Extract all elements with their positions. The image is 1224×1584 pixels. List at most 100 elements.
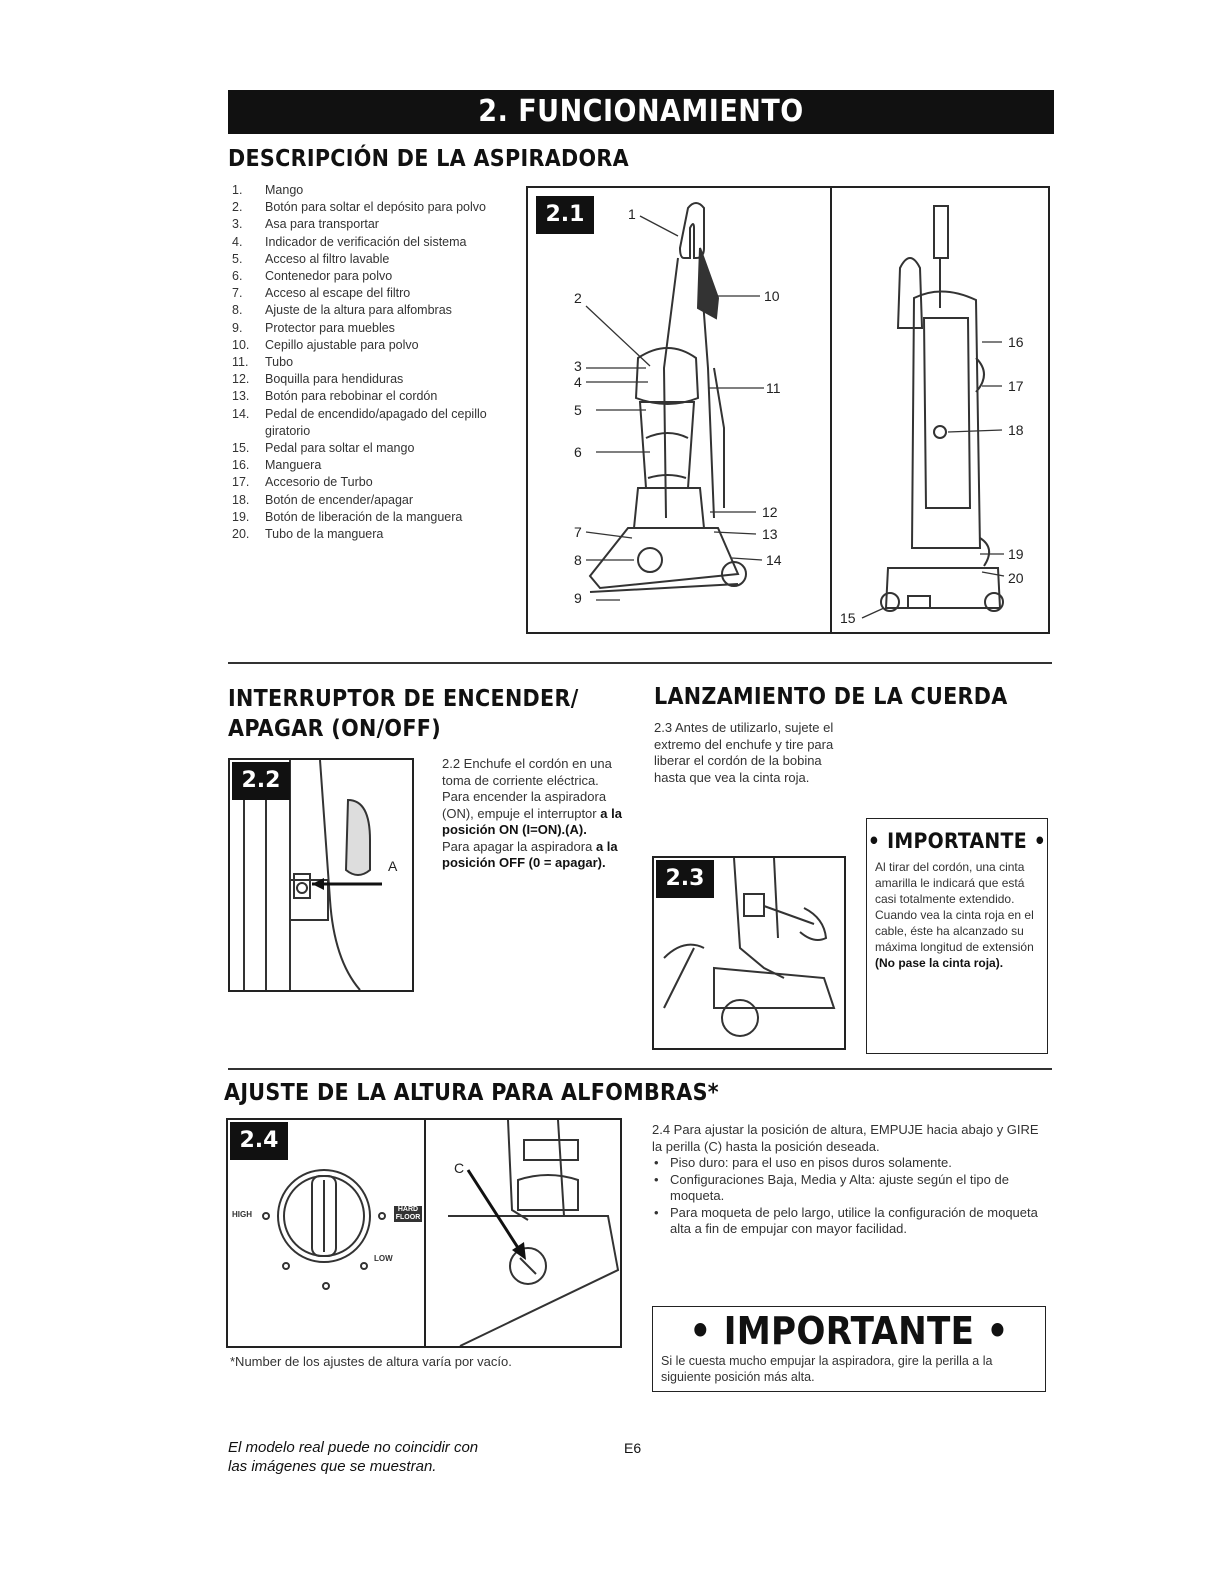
figure-badge: 2.3 <box>656 860 714 898</box>
parts-list: 1. Mango 2.Botón para soltar el depósito p… <box>232 182 502 543</box>
callout-10: 10 <box>764 288 780 304</box>
part-label: Tubo <box>265 355 294 370</box>
footer-disclaimer: El modelo real puede no coincidir con la… <box>228 1438 478 1476</box>
important-text: Al tirar del cordón, una cinta amarilla … <box>867 853 1047 971</box>
part-label: Botón de liberación de la manguera <box>265 509 463 524</box>
part-label: Cepillo ajustable para polvo <box>265 337 419 352</box>
part-item: 5.Acceso al filtro lavable <box>232 251 502 268</box>
onoff-step-2-2: 2.2 Enchufe el cordón en una toma de cor… <box>442 756 612 788</box>
height-heading: AJUSTE DE LA ALTURA PARA ALFOMBRAS* <box>224 1080 719 1106</box>
onoff-on-position: a la posición ON (I=ON).(A). <box>442 805 622 838</box>
section-divider <box>228 1068 1052 1070</box>
figure-2-3: 2.3 <box>652 856 846 1050</box>
figure-2-1: 2.1 1 2 3 4 5 6 7 8 9 10 11 12 13 14 15 … <box>526 186 1050 634</box>
vacuum-back-illustration <box>880 205 1004 612</box>
callout-7: 7 <box>574 524 582 540</box>
callout-12: 12 <box>762 504 778 520</box>
part-number: 5. <box>232 251 243 266</box>
part-number: 3. <box>232 217 243 232</box>
part-item: 13. Botón para rebobinar el cordón <box>232 388 502 405</box>
height-bullets: Piso duro: para el uso en pisos duros so… <box>652 1155 1048 1238</box>
cord-diagram <box>663 858 836 1037</box>
callout-5: 5 <box>574 402 582 418</box>
part-item: 6. Contenedor para polvo <box>232 268 502 285</box>
figure-badge: 2.1 <box>536 196 594 234</box>
part-number: 6. <box>232 269 243 284</box>
part-label: Manguera <box>265 458 322 473</box>
onoff-off-text: Para apagar la aspiradora <box>442 838 593 854</box>
cord-step-2-3: 2.3 Antes de utilizarlo, sujete el extre… <box>654 720 834 785</box>
figure-2-2: 2.2 A <box>228 758 414 992</box>
important-title: • IMPORTANTE • <box>689 1309 1009 1353</box>
disclaimer-line2: las imágenes que se muestran. <box>228 1458 437 1475</box>
part-label: Botón para soltar el depósito para polvo <box>265 200 486 215</box>
part-number: 9. <box>232 320 243 335</box>
important-cord-text: Al tirar del cordón, una cinta amarilla … <box>875 860 1034 954</box>
part-number: 20. <box>232 527 250 542</box>
part-item: 15.Pedal para soltar el mango <box>232 440 502 457</box>
onoff-heading-line1: INTERRUPTOR DE ENCENDER/ <box>228 686 579 712</box>
height-footnote: *Number de los ajustes de altura varía p… <box>230 1354 512 1369</box>
dial-label-high: HIGH <box>232 1210 252 1219</box>
part-item: 10. Cepillo ajustable para polvo <box>232 337 502 354</box>
part-number: 13. <box>232 389 250 404</box>
figure-badge: 2.2 <box>232 762 290 800</box>
height-step-2-4: 2.4 Para ajustar la posición de altura, … <box>652 1122 1039 1154</box>
cord-heading: LANZAMIENTO DE LA CUERDA <box>654 684 1008 710</box>
part-number: 4. <box>232 234 243 249</box>
figure-divider <box>830 188 832 632</box>
callout-14: 14 <box>766 552 782 568</box>
part-label: Contenedor para polvo <box>265 269 393 284</box>
onoff-heading-line2: APAGAR (ON/OFF) <box>228 716 441 742</box>
part-item: 9.Protector para muebles <box>232 320 502 337</box>
callout-1: 1 <box>628 206 636 222</box>
part-label: Acceso al escape del filtro <box>265 286 411 301</box>
callout-18: 18 <box>1008 422 1024 438</box>
part-item: 3. Asa para transportar <box>232 216 502 233</box>
onoff-off-position: a la posición OFF (0 = apagar). <box>442 838 618 871</box>
part-number: 19. <box>232 509 250 524</box>
callout-8: 8 <box>574 552 582 568</box>
callout-19: 19 <box>1008 546 1024 562</box>
part-label: Mango <box>265 183 304 197</box>
part-label: Indicador de verificación del sistema <box>265 234 467 249</box>
part-number: 1. <box>232 183 243 197</box>
important-box-cord: • IMPORTANTE • Al tirar del cordón, una … <box>866 818 1048 1054</box>
callout-17: 17 <box>1008 378 1024 394</box>
bullet-long-pile: Para moqueta de pelo largo, utilice la c… <box>652 1205 1048 1238</box>
part-item: 20.Tubo de la manguera <box>232 526 502 543</box>
onoff-heading: INTERRUPTOR DE ENCENDER/ APAGAR (ON/OFF) <box>228 684 579 744</box>
disclaimer-line1: El modelo real puede no coincidir con <box>228 1439 479 1456</box>
part-item: 19. Botón de liberación de la manguera <box>232 509 502 526</box>
part-label: Botón para rebobinar el cordón <box>265 389 438 404</box>
part-number: 18. <box>232 492 250 507</box>
part-item: 1. Mango <box>232 182 502 199</box>
important-height-text: Si le cuesta mucho empujar la aspiradora… <box>661 1354 993 1384</box>
part-label: Asa para transportar <box>265 217 379 232</box>
part-item: 17.Accesorio de Turbo <box>232 474 502 491</box>
onoff-on-text: Para encender la aspiradora (ON), empuje… <box>442 789 607 821</box>
part-item: 2.Botón para soltar el depósito para pol… <box>232 199 502 216</box>
leader-lines <box>585 215 1005 619</box>
switch-diagram <box>243 760 382 990</box>
part-item: 16.Manguera <box>232 457 502 474</box>
part-item: 14.Pedal de encendido/apagado del cepill… <box>232 406 502 440</box>
vacuum-diagram <box>585 202 1005 619</box>
page-number: E6 <box>624 1440 642 1456</box>
part-item: 4. Indicador de verificación del sistema <box>232 234 502 251</box>
part-number: 17. <box>232 475 250 490</box>
height-diagram <box>262 1120 620 1346</box>
vacuum-front-illustration <box>588 202 747 593</box>
part-number: 10. <box>232 337 250 352</box>
part-label: Botón de encender/apagar <box>265 492 414 507</box>
part-number: 8. <box>232 303 243 318</box>
callout-2: 2 <box>574 290 582 306</box>
part-item: 11.Tubo <box>232 354 502 371</box>
callout-a: A <box>388 858 398 874</box>
figure-badge: 2.4 <box>230 1122 288 1160</box>
part-label: Pedal de encendido/apagado del cepillo g… <box>265 406 487 438</box>
description-heading: DESCRIPCIÓN DE LA ASPIRADORA <box>228 146 629 172</box>
onoff-text: 2.2 Enchufe el cordón en una toma de cor… <box>442 756 624 872</box>
part-label: Ajuste de la altura para alfombras <box>265 303 452 318</box>
callout-4: 4 <box>574 374 582 390</box>
